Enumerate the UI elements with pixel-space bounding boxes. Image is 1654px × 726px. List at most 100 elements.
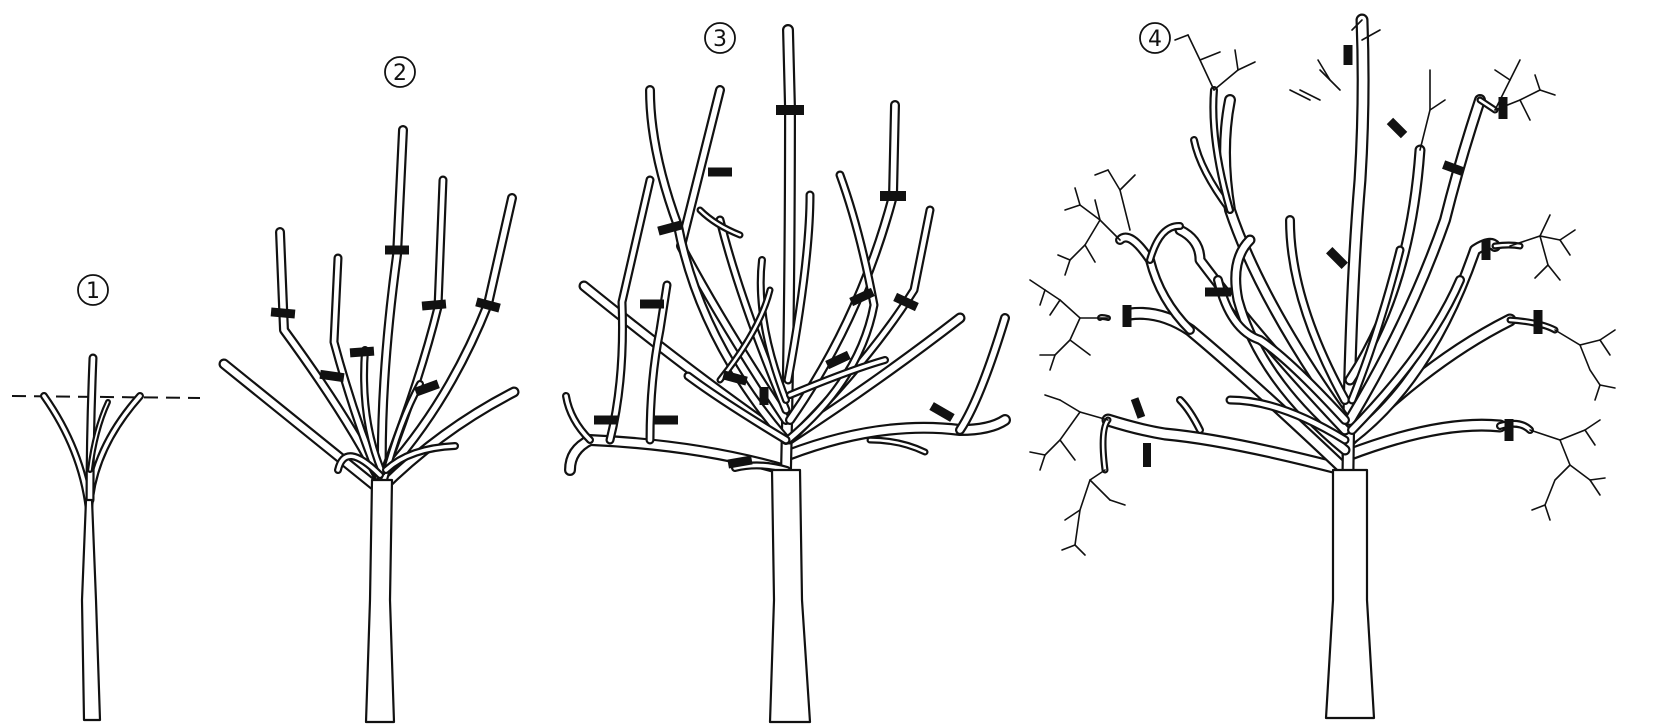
stage-4-twigs [1030,20,1615,555]
twig [1580,345,1600,385]
cut-mark [1499,97,1508,119]
cut-mark [1534,310,1543,334]
twig [1600,385,1615,388]
cut-mark [1387,118,1408,139]
svg-text:3: 3 [713,27,727,52]
twig [1532,505,1545,510]
cut-mark [1505,419,1514,441]
twig [1055,318,1080,355]
cut-mark [929,402,954,422]
twig [1040,290,1045,305]
cut-mark [880,191,906,201]
twig [1200,52,1220,60]
twig [1060,440,1075,460]
stage-3-branches [566,30,1005,470]
twig [1065,510,1080,520]
stage-2-label: 2 [385,57,415,87]
cut-mark [271,307,296,318]
twig [1058,255,1070,260]
twig [1430,100,1445,110]
twig [1585,420,1600,430]
twig [1520,100,1530,120]
twig [1050,355,1055,370]
twig [1290,90,1310,100]
branch-outline [566,396,590,440]
twig [1235,50,1238,70]
twig [1070,220,1100,260]
twig [1065,205,1080,210]
svg-text:2: 2 [393,61,407,86]
twig [1530,430,1585,440]
branch-outline [44,396,89,510]
twig [1560,230,1575,240]
twig [1062,545,1075,550]
twig [1045,412,1080,455]
twig [1030,280,1045,290]
cut-mark [1131,397,1145,419]
branch-outline [89,396,140,510]
stage-3-tree [566,30,1005,722]
twig [1590,478,1605,480]
twig [1085,245,1095,262]
twig [1045,395,1060,400]
twig [1030,452,1045,455]
twig [1590,480,1600,495]
twig [1540,90,1555,95]
stage-3-label: 3 [705,23,735,53]
twig [1535,75,1540,90]
twig [1108,170,1130,230]
twig [1600,330,1615,340]
twig [1075,545,1085,555]
cut-mark [594,416,618,425]
twig [1495,70,1510,80]
cut-mark [385,246,409,255]
twig [1420,70,1430,150]
cut-mark [1326,247,1348,269]
twig [1595,385,1600,400]
cut-mark [760,387,769,405]
stage-1-branches [44,358,140,510]
twig [1075,188,1080,205]
cut-mark [1123,305,1132,327]
stage-3-trunk [770,470,810,722]
branch-fill [1495,245,1520,246]
twig [1095,170,1108,175]
stage-1-label: 1 [78,275,108,305]
twig [1560,440,1590,480]
twig [1040,455,1045,470]
twig [1120,175,1135,190]
twig [1075,470,1105,545]
twig [1045,290,1060,300]
twig [1214,70,1238,90]
stage-2-trunk [366,480,394,722]
twig [1300,90,1320,100]
cut-mark [350,347,375,358]
svg-text:1: 1 [86,279,100,304]
cut-mark [1205,288,1231,297]
twig [1110,500,1125,505]
twig [1540,215,1550,236]
branch-fill [89,396,140,510]
twig [1535,265,1548,278]
svg-text:4: 4 [1148,27,1162,52]
twig [1560,240,1570,255]
twig [1080,205,1120,240]
twig [1600,340,1610,355]
cut-mark [776,105,804,115]
cut-mark [640,300,664,309]
cut-mark [1344,45,1353,65]
twig [1238,62,1255,70]
stage-4-label: 4 [1140,23,1170,53]
stage-2-branches [224,130,514,490]
cut-mark [422,299,447,310]
twig [1070,340,1090,355]
branch-fill [1180,400,1200,430]
twig [1545,465,1570,505]
stage-1-tree [12,358,200,720]
twig [1585,430,1595,445]
twig [1050,300,1060,315]
cut-mark [654,416,678,425]
cut-mark [1482,240,1491,260]
twig [1188,35,1214,90]
